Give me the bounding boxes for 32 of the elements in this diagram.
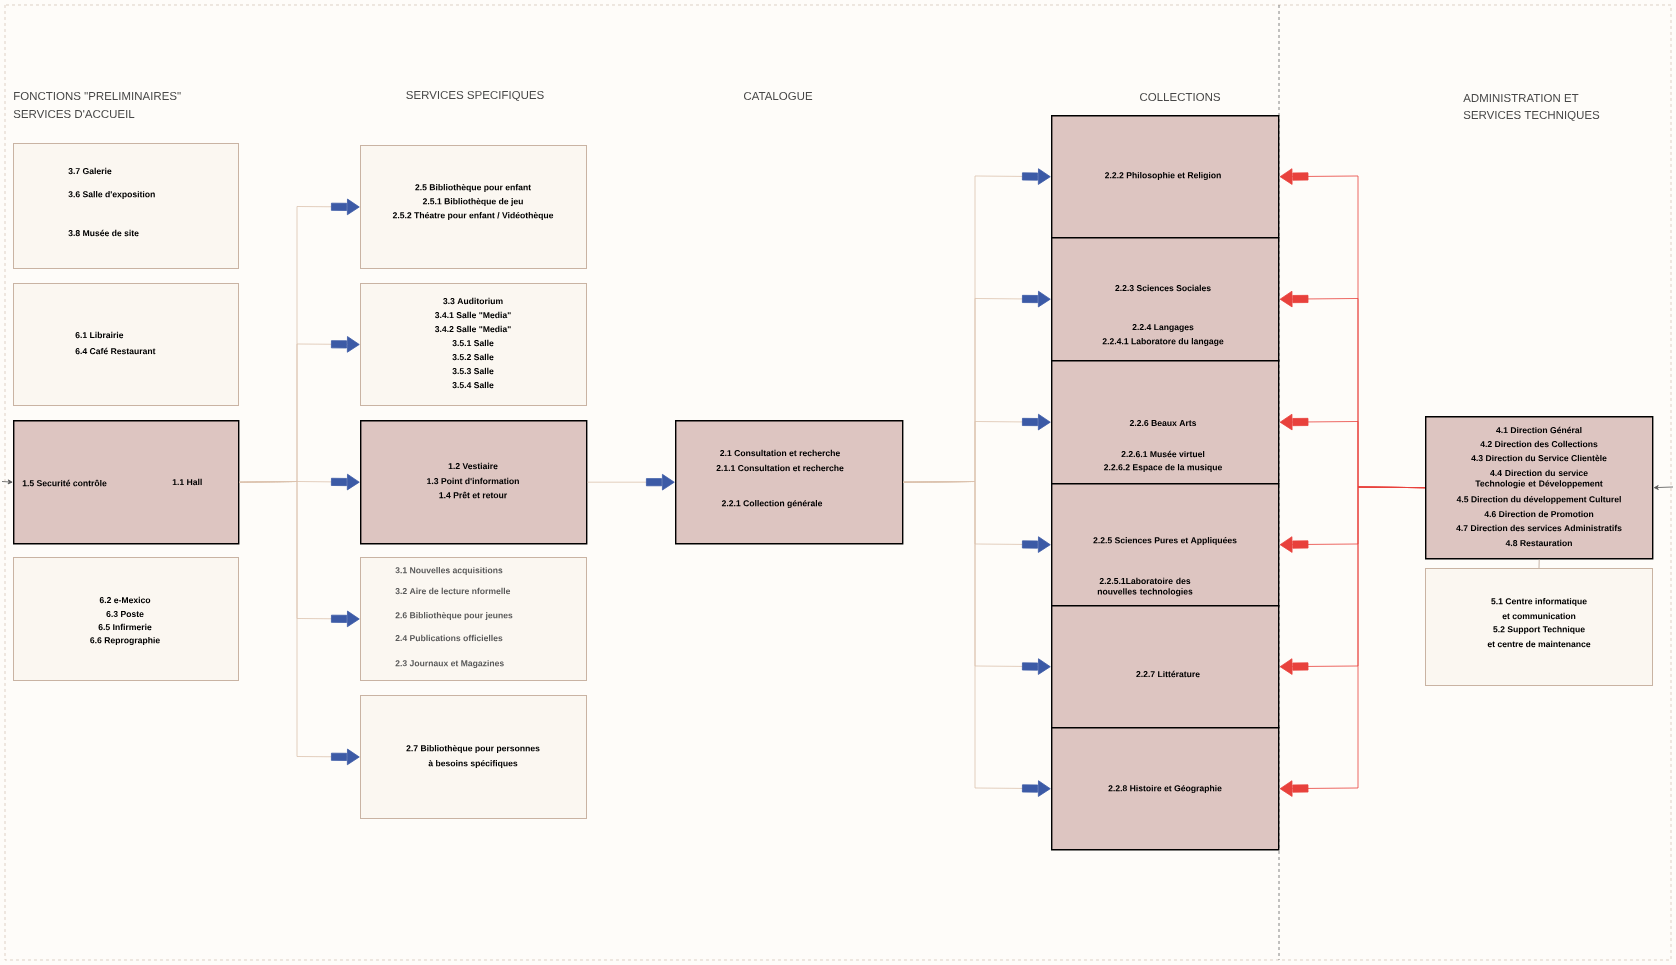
- process-box: 2.2.3 Sciences Sociales 2.2.4 Langages 2.2.4.1 Laboratore du langage: [1051, 237, 1280, 362]
- column-heading: ADMINISTRATION ET: [1463, 93, 1579, 103]
- process-box: 2.2.7 Littérature: [1051, 605, 1280, 729]
- process-box: 5.1 Centre informatique et communication 5.2 Support Technique et centre de maintenance: [1425, 568, 1653, 686]
- process-box: 2.2.8 Histoire et Géographie: [1051, 727, 1280, 851]
- process-box: 3.7 Galerie 3.6 Salle d'exposition 3.8 Musée de site: [13, 143, 239, 269]
- arrow: [1653, 485, 1674, 490]
- arrow: [239, 481, 360, 766]
- process-box: 2.2.6 Beaux Arts 2.2.6.1 Musée virtuel 2.2.6.2 Espace de la musique: [1051, 360, 1280, 485]
- process-box: 4.1 Direction Général 4.2 Direction des Collections 4.3 Direction du Service Clientèle 4.4 Direction du service Technologie et Développement 4.5 Direction du développement Culturel 4.6 Direction de Promotion 4.7 Direction des services Administratifs 4.8 Restauration: [1425, 416, 1654, 560]
- process-box: 2.1 Consultation et recherche 2.1.1 Consultation et recherche 2.2.1 Collection générale: [675, 420, 904, 545]
- column-heading: COLLECTIONS: [1140, 92, 1221, 102]
- column-heading: FONCTIONS "PRELIMINAIRES": [14, 91, 181, 101]
- arrow: [1279, 486, 1426, 797]
- process-box: 2.5 Bibliothèque pour enfant 2.5.1 Bibliothèque de jeu 2.5.2 Théatre pour enfant / Vidéothèque: [360, 145, 587, 269]
- process-box: 1.5 Securité contrôle 1.1 Hall: [13, 420, 240, 545]
- column-heading: CATALOGUE: [744, 91, 813, 101]
- connector-line: [1538, 559, 1540, 569]
- process-box: 1.2 Vestiaire 1.3 Point d'information 1.4 Prêt et retour: [360, 420, 588, 545]
- process-box: 3.1 Nouvelles acquisitions 3.2 Aire de lecture nformelle 2.6 Bibliothèque pour jeunes 2.4 Publications officielles 2.3 Journaux et Magazines: [360, 557, 587, 681]
- process-box: 6.1 Librairie 6.4 Café Restaurant: [13, 283, 239, 406]
- arrow: [903, 481, 1051, 797]
- arrow: [587, 473, 675, 491]
- process-box: 6.2 e-Mexico 6.3 Poste 6.5 Infirmerie 6.6 Reprographie: [13, 557, 239, 681]
- column-heading: SERVICES D'ACCUEIL: [13, 109, 135, 119]
- process-box: 2.7 Bibliothèque pour personnes à besoins spécifiques: [360, 695, 587, 819]
- column-heading: SERVICES TECHNIQUES: [1463, 110, 1600, 122]
- process-box: 3.3 Auditorium 3.4.1 Salle "Media" 3.4.2 Salle "Media" 3.5.1 Salle 3.5.2 Salle 3.5.3 Salle 3.5.4 Salle: [360, 283, 587, 406]
- arrow: [1, 479, 13, 485]
- process-box: 2.2.5 Sciences Pures et Appliquées 2.2.5.1Laboratoire des nouvelles technologies: [1051, 483, 1280, 607]
- column-heading: SERVICES SPECIFIQUES: [406, 90, 544, 102]
- process-box: 2.2.2 Philosophie et Religion: [1051, 115, 1280, 239]
